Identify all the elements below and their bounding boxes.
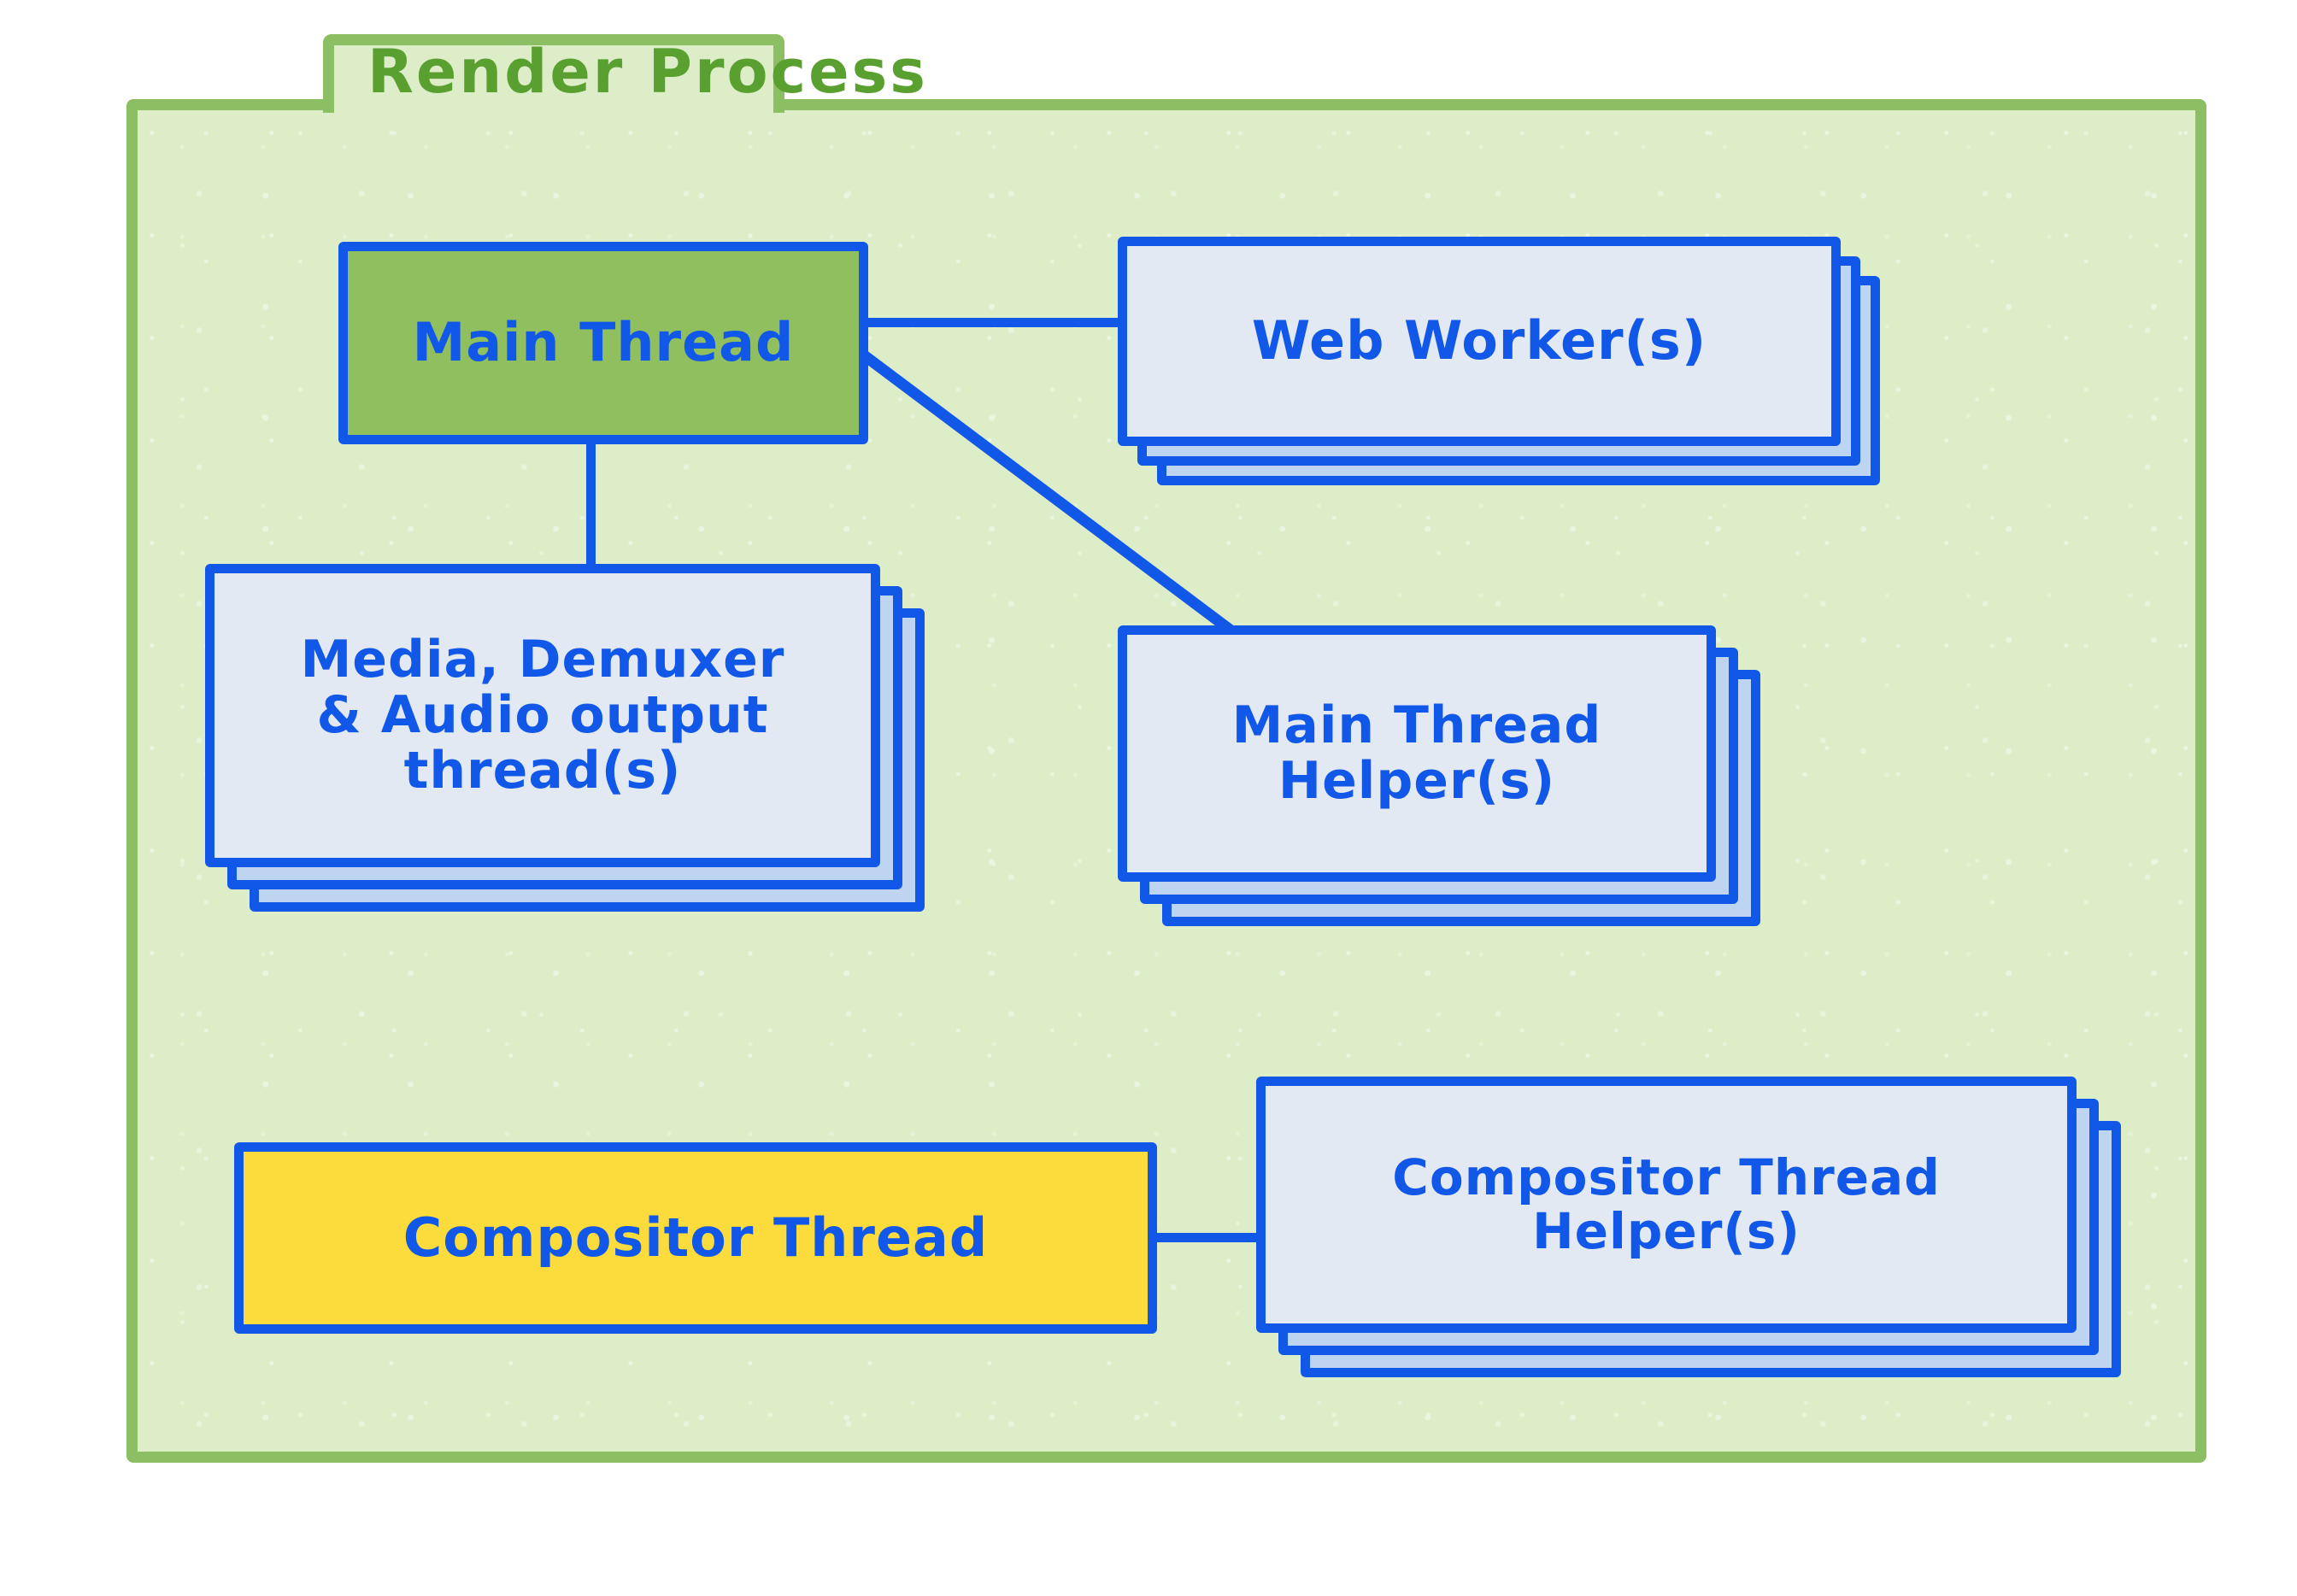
main-thread-card: Main Thread — [338, 242, 868, 444]
node-label-media-demuxer-audio-threads: Media, Demuxer & Audio output thread(s) — [300, 630, 785, 801]
connector-main-thread-to-main-thread-helper — [855, 346, 1265, 658]
page-title: Render Process — [367, 37, 928, 107]
node-label-main-thread: Main Thread — [412, 311, 795, 374]
connector-main-thread-to-web-worker — [867, 318, 1124, 327]
tab-seam-patch — [335, 99, 773, 121]
node-label-compositor-thread-helper: Compositor Thread Helper(s) — [1392, 1148, 1941, 1260]
node-label-compositor-thread: Compositor Thread — [402, 1206, 989, 1269]
node-media-demuxer-audio-threads[interactable]: Media, Demuxer & Audio output thread(s) — [205, 564, 949, 957]
connector-compositor-to-compositor-helper — [1154, 1233, 1265, 1242]
node-main-thread[interactable]: Main Thread — [338, 242, 868, 444]
node-label-main-thread-helper: Main Thread Helper(s) — [1231, 695, 1602, 811]
mt-helper-card: Main Thread Helper(s) — [1118, 625, 1716, 882]
node-label-web-worker: Web Worker(s) — [1251, 309, 1707, 373]
node-web-worker[interactable]: Web Worker(s) — [1118, 237, 1887, 493]
media-threads-card: Media, Demuxer & Audio output thread(s) — [205, 564, 880, 867]
web-worker-card: Web Worker(s) — [1118, 237, 1841, 446]
compositor-thread-card: Compositor Thread — [234, 1142, 1157, 1334]
node-main-thread-helper[interactable]: Main Thread Helper(s) — [1118, 625, 1793, 967]
connector-main-thread-to-media-threads — [586, 443, 596, 572]
node-compositor-thread[interactable]: Compositor Thread — [234, 1142, 1157, 1334]
node-compositor-thread-helper[interactable]: Compositor Thread Helper(s) — [1256, 1077, 2162, 1418]
ct-helper-card: Compositor Thread Helper(s) — [1256, 1077, 2077, 1333]
